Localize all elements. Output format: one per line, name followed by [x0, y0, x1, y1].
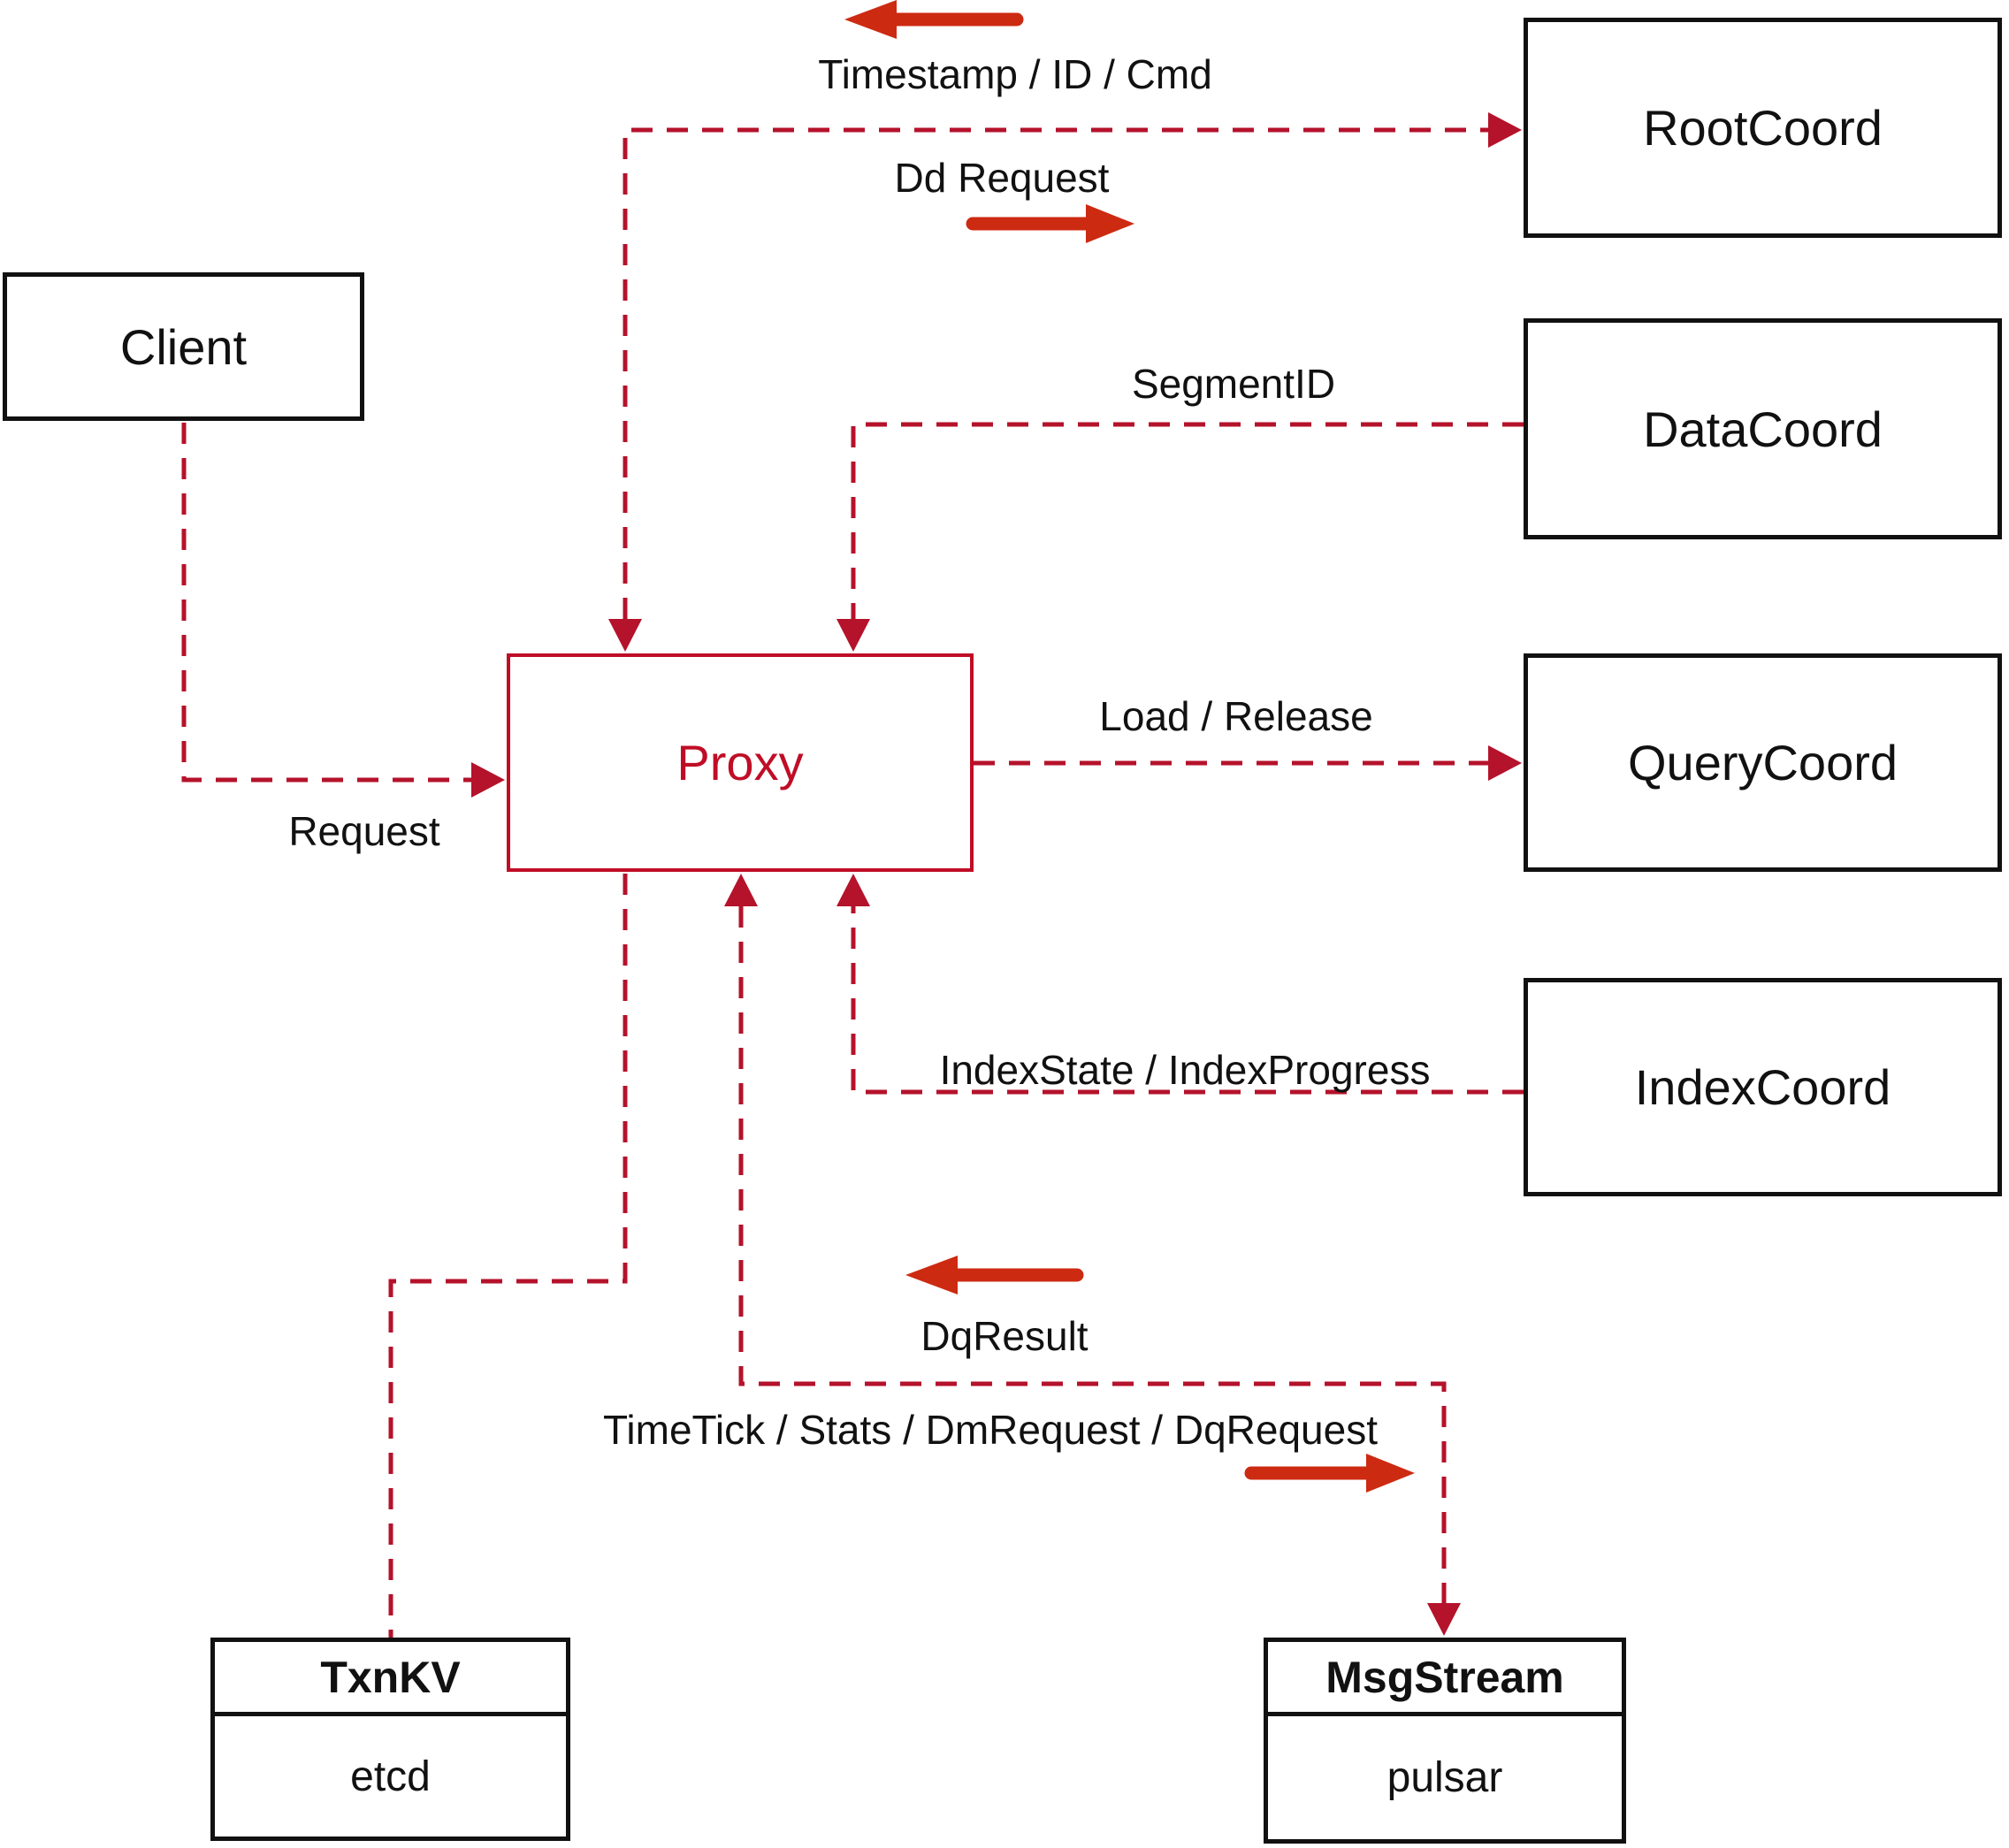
arrowhead-into-rootcoord-icon [1488, 112, 1522, 148]
edge-label-load-release: Load / Release [1099, 693, 1373, 739]
edge-label-segment-id: SegmentID [1131, 361, 1336, 407]
arrowhead-into-proxy-top-left-icon [608, 619, 642, 652]
arrowhead-into-proxy-bottom-right-icon [836, 874, 870, 906]
node-datacoord: DataCoord [1524, 318, 2002, 539]
edge-label-timestamp-id-cmd: Timestamp / ID / Cmd [818, 51, 1212, 97]
arrow-right-time-tick-icon [1244, 1454, 1415, 1493]
edge-client-to-proxy [181, 423, 476, 783]
arrow-right-dd-request-icon [966, 204, 1134, 243]
arrowhead-into-proxy-left-icon [471, 762, 505, 798]
node-msgstream-subtitle: pulsar [1386, 1754, 1503, 1801]
node-indexcoord: IndexCoord [1524, 978, 2002, 1196]
node-rootcoord: RootCoord [1524, 18, 2002, 238]
node-datacoord-label: DataCoord [1643, 401, 1883, 457]
node-txnkv: TxnKV etcd [210, 1638, 570, 1841]
edge-label-time-tick: TimeTick / Stats / DmRequest / DqRequest [603, 1407, 1378, 1453]
node-client-label: Client [119, 318, 248, 375]
edge-proxy-to-msgstream [738, 906, 1447, 1605]
edge-label-index-state: IndexState / IndexProgress [939, 1047, 1431, 1093]
arrow-left-timestamp-icon [844, 0, 1024, 39]
node-msgstream-title: MsgStream [1268, 1642, 1622, 1716]
node-txnkv-title: TxnKV [215, 1642, 566, 1716]
edge-proxy-to-txnkv [388, 874, 628, 1638]
node-proxy-label: Proxy [676, 735, 804, 790]
arrowhead-into-proxy-top-right-icon [836, 619, 870, 652]
node-proxy: Proxy [507, 653, 974, 872]
arrowhead-into-querycoord-icon [1488, 745, 1522, 781]
node-client: Client [3, 272, 364, 421]
edge-label-request: Request [288, 808, 440, 854]
edge-datacoord-to-proxy [851, 422, 1524, 619]
edge-label-dd-request: Dd Request [894, 155, 1110, 201]
node-querycoord: QueryCoord [1524, 653, 2002, 872]
node-msgstream: MsgStream pulsar [1264, 1638, 1626, 1844]
arrow-left-dq-result-icon [905, 1256, 1084, 1294]
node-rootcoord-label: RootCoord [1643, 100, 1883, 156]
edge-label-dq-result: DqResult [920, 1313, 1089, 1359]
arrowhead-into-proxy-bottom-mid-icon [724, 874, 758, 906]
edge-indexcoord-to-proxy [851, 906, 1524, 1095]
node-txnkv-subtitle: etcd [350, 1753, 431, 1800]
edge-proxy-to-rootcoord [623, 127, 1493, 619]
node-indexcoord-label: IndexCoord [1634, 1059, 1891, 1115]
node-querycoord-label: QueryCoord [1627, 735, 1898, 790]
arrowhead-into-msgstream-icon [1427, 1603, 1461, 1636]
